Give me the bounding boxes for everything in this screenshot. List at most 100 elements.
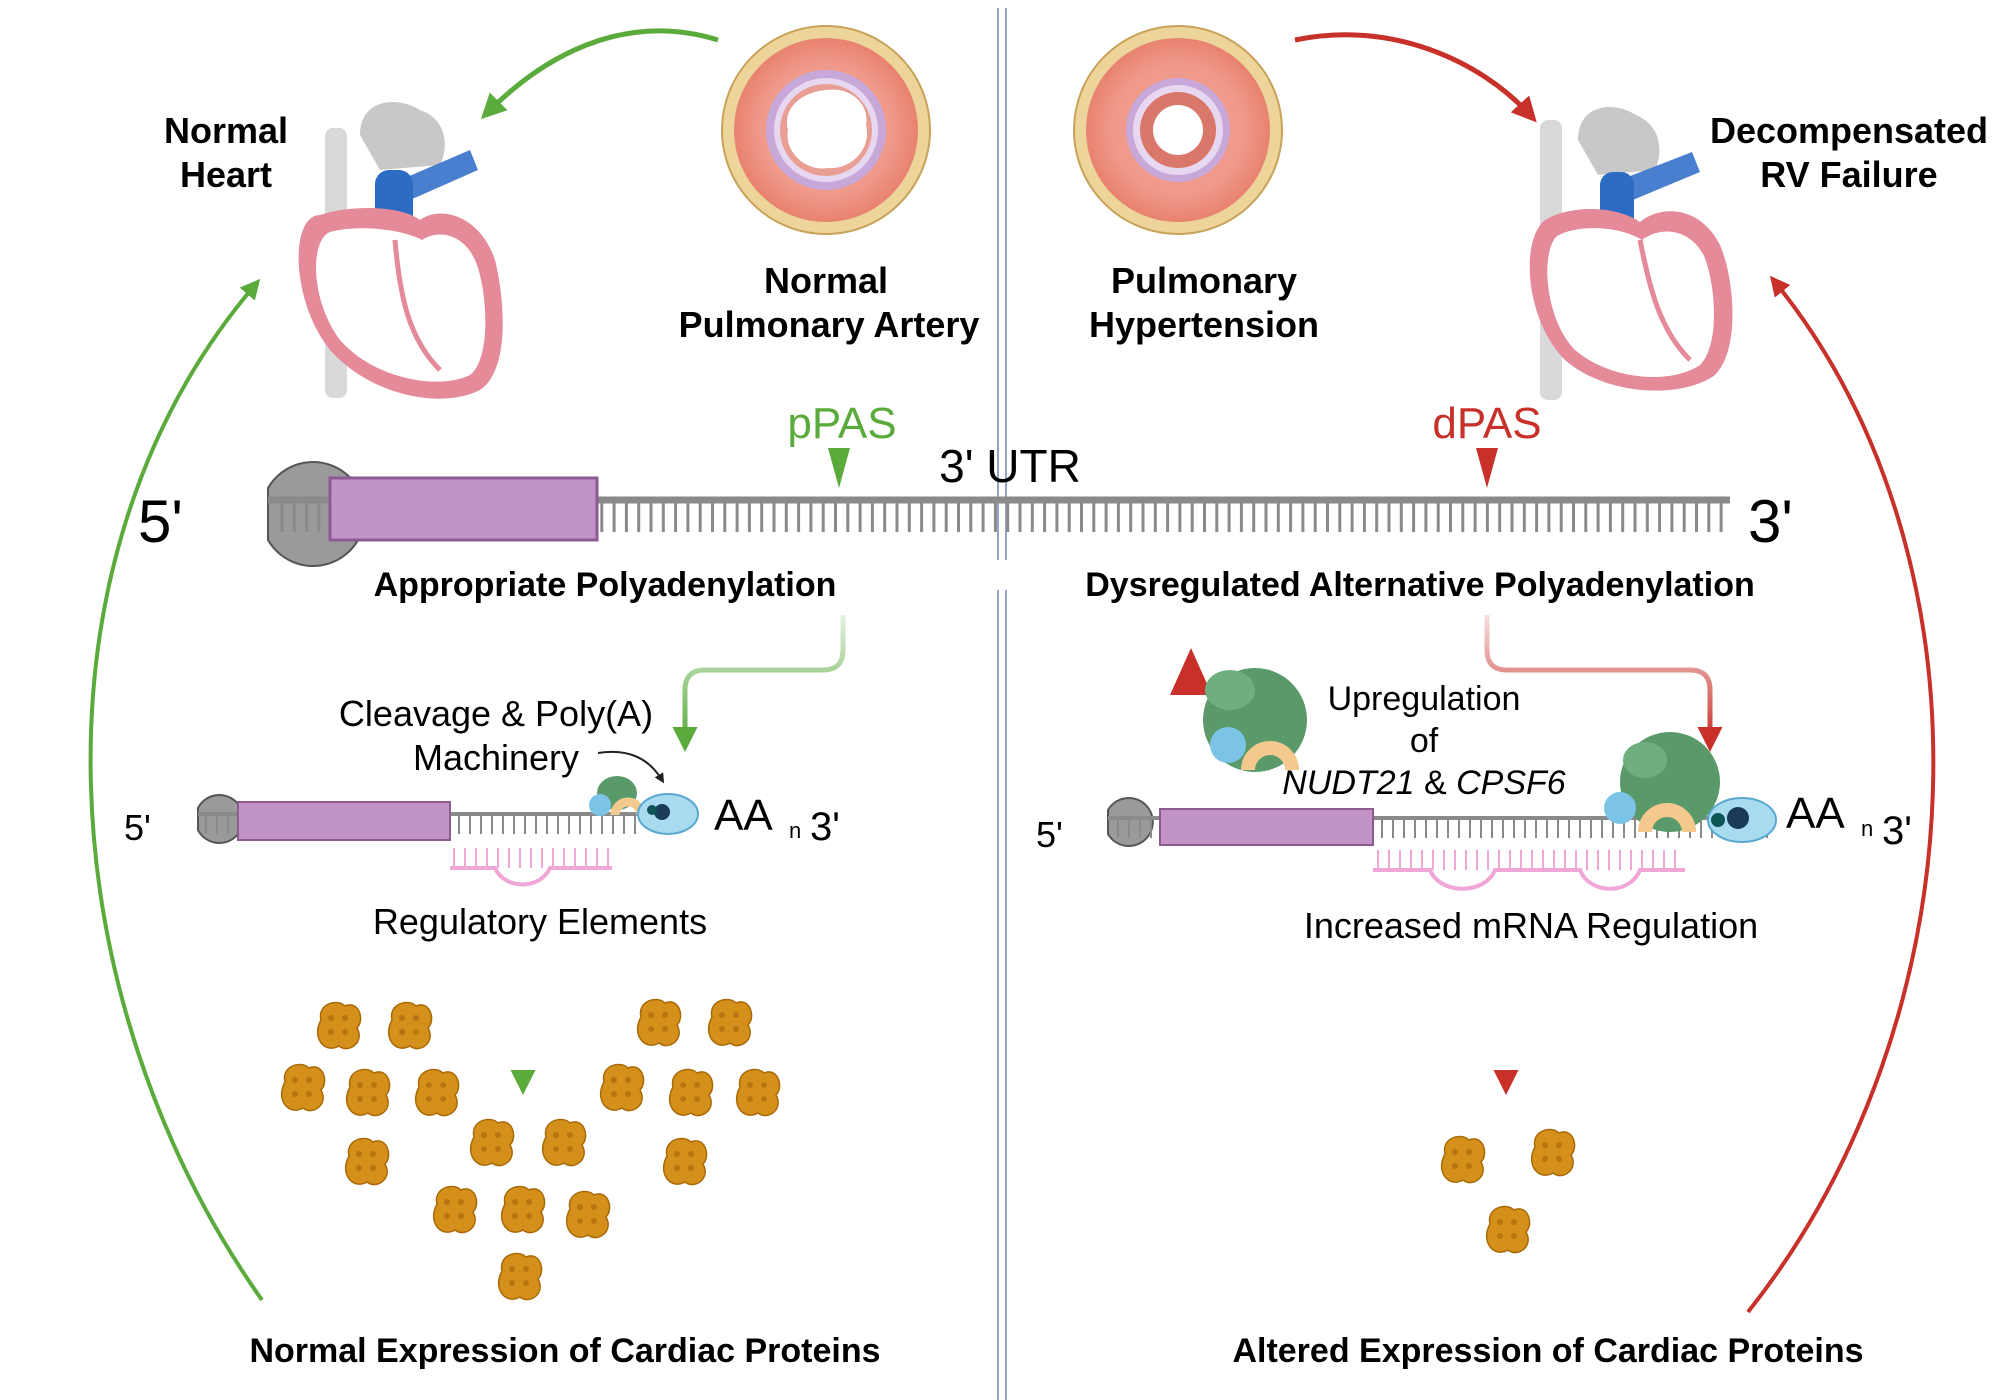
protein-detail xyxy=(1466,1149,1472,1155)
protein-icon xyxy=(1485,1205,1531,1254)
protein-detail xyxy=(1542,1156,1548,1162)
protein-detail xyxy=(674,1151,680,1157)
protein-detail xyxy=(761,1096,767,1102)
protein-detail xyxy=(356,1165,362,1171)
rv-failure-heart-icon xyxy=(1529,107,1733,400)
protein-detail xyxy=(648,1026,654,1032)
protein-detail xyxy=(370,1165,376,1171)
protein-detail xyxy=(567,1132,573,1138)
protein-icon xyxy=(387,1001,433,1050)
protein-detail xyxy=(1556,1156,1562,1162)
protein-icon xyxy=(707,998,753,1047)
protein-icon xyxy=(316,1001,362,1050)
machinery-label-2: Machinery xyxy=(413,737,579,778)
right-aan-label: AA xyxy=(1786,789,1845,838)
increased-regulation-label: Increased mRNA Regulation xyxy=(1304,905,1758,946)
rv-failure-label-1: Decompensated xyxy=(1710,110,1988,151)
upregulation-genes: NUDT21 & CPSF6 xyxy=(1282,764,1566,802)
protein-detail xyxy=(306,1091,312,1097)
right-heading: Dysregulated Alternative Polyadenylation xyxy=(1085,566,1755,604)
left-protein-cluster xyxy=(280,998,781,1301)
protein-icon xyxy=(500,1185,546,1234)
protein-icon xyxy=(1440,1135,1486,1184)
protein-detail xyxy=(399,1029,405,1035)
protein-detail xyxy=(458,1213,464,1219)
protein-detail xyxy=(577,1218,583,1224)
protein-detail xyxy=(371,1096,377,1102)
gene-nudt21: NUDT21 xyxy=(1282,764,1414,802)
left-heading: Appropriate Polyadenylation xyxy=(374,566,837,604)
outer-arrow-right xyxy=(1746,275,1936,1314)
protein-detail xyxy=(611,1091,617,1097)
protein-detail xyxy=(426,1096,432,1102)
protein-detail xyxy=(688,1165,694,1171)
protein-detail xyxy=(567,1146,573,1152)
protein-detail xyxy=(1556,1142,1562,1148)
coding-sequence-box xyxy=(328,476,599,542)
protein-detail xyxy=(413,1015,419,1021)
protein-icon xyxy=(599,1063,645,1112)
protein-detail xyxy=(444,1213,450,1219)
upregulated-proteins-icon xyxy=(1203,668,1307,772)
protein-detail xyxy=(342,1029,348,1035)
protein-icon xyxy=(668,1068,714,1117)
left-five-prime-label: 5' xyxy=(124,807,151,848)
protein-icon xyxy=(541,1118,587,1167)
outer-arrow-left xyxy=(88,278,264,1302)
protein-detail xyxy=(357,1096,363,1102)
protein-detail xyxy=(509,1266,515,1272)
protein-detail xyxy=(371,1082,377,1088)
protein-detail xyxy=(1497,1219,1503,1225)
protein-detail xyxy=(526,1199,532,1205)
protein-detail xyxy=(370,1151,376,1157)
left-aan-sub: n xyxy=(789,818,801,843)
left-coding-box xyxy=(237,801,451,841)
protein-detail xyxy=(1542,1142,1548,1148)
protein-detail xyxy=(328,1029,334,1035)
protein-detail xyxy=(577,1204,583,1210)
normal-artery-label-1: Normal xyxy=(764,260,888,301)
protein-detail xyxy=(688,1151,694,1157)
utr-label: 3' UTR xyxy=(939,440,1081,492)
protein-detail xyxy=(680,1082,686,1088)
right-five-prime-label: 5' xyxy=(1036,814,1063,855)
hypertension-artery-icon xyxy=(1073,25,1283,235)
normal-artery-label-2: Pulmonary Artery xyxy=(679,304,980,345)
ph-to-rvfailure-arrow xyxy=(1294,32,1537,123)
gene-cpsf6: CPSF6 xyxy=(1456,764,1566,802)
protein-detail xyxy=(426,1082,432,1088)
right-coding-box xyxy=(1159,808,1374,846)
protein-detail xyxy=(1452,1149,1458,1155)
protein-detail xyxy=(481,1146,487,1152)
ph-label-2: Hypertension xyxy=(1089,304,1319,345)
transcript-ticks xyxy=(280,500,1723,532)
right-polya-machinery-icon xyxy=(1604,732,1777,843)
protein-icon xyxy=(344,1137,390,1186)
left-regulatory-elements xyxy=(450,848,612,887)
protein-detail xyxy=(1497,1233,1503,1239)
protein-detail xyxy=(625,1077,631,1083)
left-transcript xyxy=(197,750,699,887)
protein-detail xyxy=(733,1012,739,1018)
protein-detail xyxy=(1511,1233,1517,1239)
protein-detail xyxy=(553,1132,559,1138)
protein-detail xyxy=(292,1077,298,1083)
protein-detail xyxy=(399,1015,405,1021)
right-regulatory-elements xyxy=(1373,850,1685,891)
protein-detail xyxy=(292,1091,298,1097)
protein-detail xyxy=(662,1012,668,1018)
normal-artery-icon xyxy=(721,25,931,235)
normal-heart-label-1: Normal xyxy=(164,110,288,151)
protein-detail xyxy=(356,1151,362,1157)
protein-detail xyxy=(440,1082,446,1088)
protein-detail xyxy=(1452,1163,1458,1169)
left-cap-icon xyxy=(197,794,245,844)
left-polya-machinery-icon xyxy=(589,776,699,835)
protein-icon xyxy=(469,1118,515,1167)
right-cap-icon xyxy=(1107,797,1154,847)
protein-detail xyxy=(719,1012,725,1018)
protein-detail xyxy=(733,1026,739,1032)
normal-heart-icon xyxy=(298,102,503,399)
protein-detail xyxy=(662,1026,668,1032)
